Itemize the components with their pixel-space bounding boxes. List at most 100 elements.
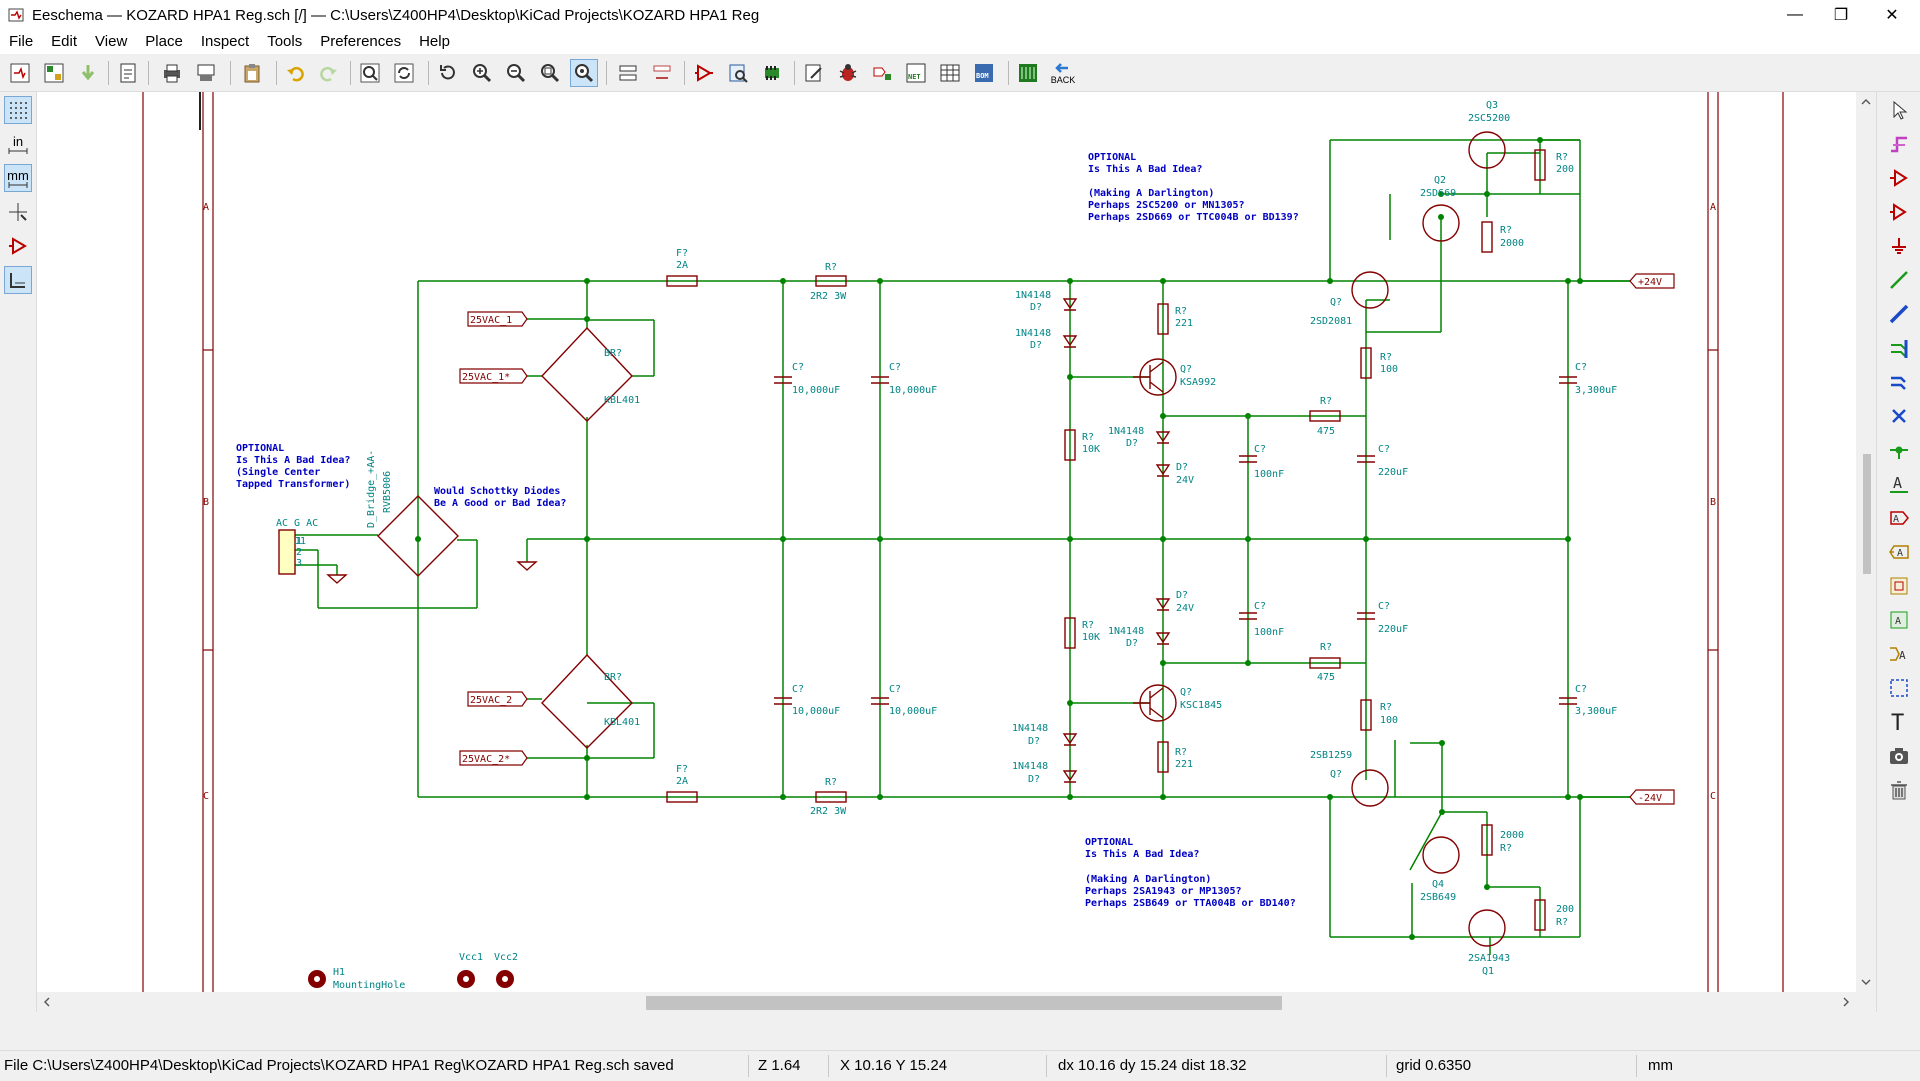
j1-value: AC G AC xyxy=(276,518,318,529)
menu-tools[interactable]: Tools xyxy=(267,33,303,50)
close-button[interactable]: ✕ xyxy=(1885,7,1899,24)
leave-sheet-icon[interactable] xyxy=(648,59,676,87)
add-symbol-icon[interactable] xyxy=(1885,164,1913,192)
add-text-icon[interactable]: T xyxy=(1885,708,1913,736)
menu-edit[interactable]: Edit xyxy=(51,33,78,50)
d6-value: 1N4148 xyxy=(1108,626,1144,637)
symbol-editor-icon[interactable] xyxy=(690,59,718,87)
mm-units-button[interactable]: mm xyxy=(4,164,32,192)
add-ground-icon[interactable] xyxy=(1885,232,1913,260)
no-connect-icon[interactable] xyxy=(1885,402,1913,430)
back-annotate-button[interactable]: BACK xyxy=(1046,59,1080,87)
grid-toggle-icon[interactable] xyxy=(4,96,32,124)
add-wire-icon[interactable] xyxy=(1885,266,1913,294)
vertical-scrollbar[interactable] xyxy=(1856,92,1876,992)
pcbnew-icon[interactable] xyxy=(1014,59,1042,87)
footprint-editor-icon[interactable] xyxy=(758,59,786,87)
minimize-button[interactable]: — xyxy=(1787,6,1803,23)
q1-ref: Q1 xyxy=(1482,966,1494,977)
plot-icon[interactable] xyxy=(192,59,220,87)
back-label: BACK xyxy=(1050,75,1076,85)
label-neg-24v[interactable]: -24V xyxy=(1638,793,1662,804)
r200-bottom-ref: R? xyxy=(1556,917,1568,928)
paste-icon[interactable] xyxy=(238,59,266,87)
undo-icon[interactable] xyxy=(282,59,310,87)
d3-ref: D? xyxy=(1028,736,1040,747)
label-25vac-1-star[interactable]: 25VAC_1* xyxy=(462,372,510,383)
add-sheet-pin-icon[interactable]: A xyxy=(1885,640,1913,668)
schematic-setup-icon[interactable] xyxy=(6,59,34,87)
r22-bottom-ref: R? xyxy=(825,777,837,788)
add-label-icon[interactable]: A xyxy=(1885,470,1913,498)
horizontal-scrollbar[interactable] xyxy=(37,992,1856,1012)
add-hier-sheet-icon[interactable] xyxy=(1885,572,1913,600)
erc-icon[interactable] xyxy=(834,59,862,87)
status-zoom: Z 1.64 xyxy=(758,1057,801,1074)
netlist-icon[interactable]: NET xyxy=(902,59,930,87)
add-image-icon[interactable] xyxy=(1885,742,1913,770)
status-xy: X 10.16 Y 15.24 xyxy=(840,1057,948,1074)
zoom-in-icon[interactable] xyxy=(468,59,496,87)
label-25vac-1[interactable]: 25VAC_1 xyxy=(470,315,512,326)
svg-text:A: A xyxy=(1897,548,1903,559)
print-icon[interactable] xyxy=(158,59,186,87)
assign-footprints-icon[interactable] xyxy=(868,59,896,87)
annotate-icon[interactable] xyxy=(800,59,828,87)
select-arrow-icon[interactable] xyxy=(1885,96,1913,124)
r22-top-ref: R? xyxy=(825,262,837,273)
redo-icon[interactable] xyxy=(314,59,342,87)
label-pos-24v[interactable]: +24V xyxy=(1638,277,1662,288)
menu-place[interactable]: Place xyxy=(145,33,183,50)
add-bus-entry-icon[interactable] xyxy=(1885,368,1913,396)
r221-top-ref: R? xyxy=(1175,306,1187,317)
zoom-selection-icon[interactable] xyxy=(570,59,598,87)
r10k-bottom-ref: R? xyxy=(1082,620,1094,631)
schematic-canvas[interactable]: A B C A B C xyxy=(37,92,1856,992)
bom-icon[interactable]: BOM xyxy=(970,59,998,87)
add-global-label-icon[interactable]: A xyxy=(1885,504,1913,532)
add-hier-label-icon[interactable]: A xyxy=(1885,538,1913,566)
delete-icon[interactable] xyxy=(1885,776,1913,804)
h1-value: MountingHole xyxy=(333,980,405,991)
add-wire-entry-icon[interactable] xyxy=(1885,334,1913,362)
open-schematic-icon[interactable] xyxy=(40,59,68,87)
q-ksc-value: KSC1845 xyxy=(1180,700,1222,711)
wire-angle-icon[interactable] xyxy=(4,266,32,294)
fields-editor-icon[interactable] xyxy=(936,59,964,87)
svg-text:A: A xyxy=(1893,514,1899,525)
label-25vac-2[interactable]: 25VAC_2 xyxy=(470,695,512,706)
zoom-out-icon[interactable] xyxy=(502,59,530,87)
add-bus-icon[interactable] xyxy=(1885,300,1913,328)
svg-text:NET: NET xyxy=(908,73,921,81)
symbol-browser-icon[interactable] xyxy=(724,59,752,87)
refresh-icon[interactable] xyxy=(434,59,462,87)
menu-file[interactable]: File xyxy=(9,33,34,50)
menu-view[interactable]: View xyxy=(95,33,128,50)
find-replace-icon[interactable] xyxy=(390,59,418,87)
hidden-pins-icon[interactable] xyxy=(4,232,32,260)
menu-help[interactable]: Help xyxy=(419,33,450,50)
c4-value: 10,000uF xyxy=(889,706,937,717)
add-power-icon[interactable] xyxy=(1885,198,1913,226)
schematic-notes: OPTIONAL Is This A Bad Idea? (Making A D… xyxy=(236,152,1299,909)
r2000-bottom-value: 2000 xyxy=(1500,830,1524,841)
br-top-ref: BR? xyxy=(604,348,622,359)
maximize-button[interactable]: ❐ xyxy=(1833,7,1849,24)
q1-value: 2SA1943 xyxy=(1468,953,1510,964)
add-graphic-lines-icon[interactable] xyxy=(1885,674,1913,702)
label-25vac-2-star[interactable]: 25VAC_2* xyxy=(462,754,510,765)
import-sheet-pin-icon[interactable]: A xyxy=(1885,606,1913,634)
highlight-net-icon[interactable] xyxy=(1885,130,1913,158)
q2-ref: Q2 xyxy=(1434,175,1446,186)
cursor-crosshair-icon[interactable] xyxy=(4,198,32,226)
menu-inspect[interactable]: Inspect xyxy=(200,33,250,50)
inch-units-button[interactable]: in xyxy=(4,130,32,158)
dz2-value: 24V xyxy=(1176,603,1194,614)
page-settings-icon[interactable] xyxy=(114,59,142,87)
hierarchy-navigator-icon[interactable] xyxy=(614,59,642,87)
find-icon[interactable] xyxy=(356,59,384,87)
add-junction-icon[interactable] xyxy=(1885,436,1913,464)
save-icon[interactable] xyxy=(74,59,102,87)
menu-preferences[interactable]: Preferences xyxy=(320,33,402,50)
zoom-fit-icon[interactable] xyxy=(536,59,564,87)
